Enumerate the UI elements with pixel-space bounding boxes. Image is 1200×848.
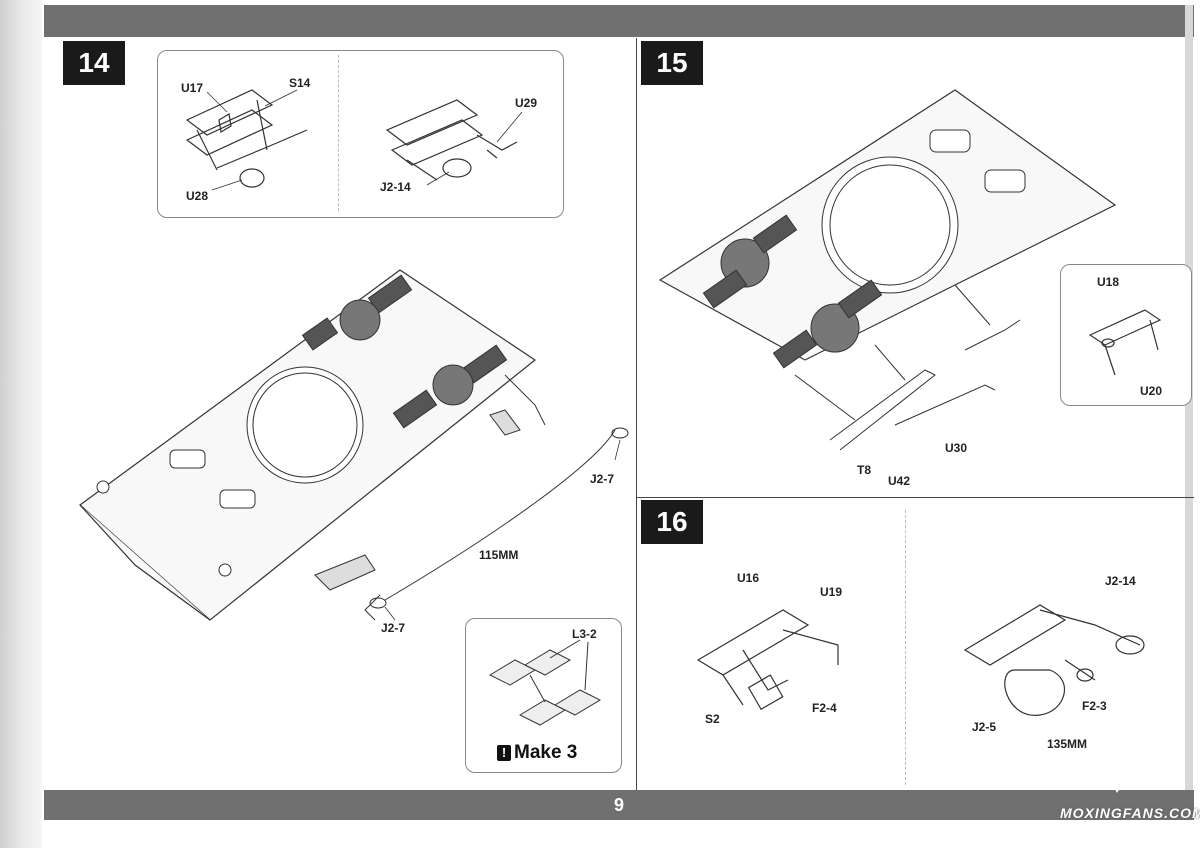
label-l3-2: L3-2 <box>572 627 597 641</box>
label-u16: U16 <box>737 571 760 585</box>
label-j2-7-bottom: J2-7 <box>381 621 406 635</box>
page-edge <box>1185 5 1193 820</box>
step-16-number: 16 <box>641 500 703 544</box>
label-j2-14-step16: J2-14 <box>1105 574 1136 588</box>
label-u18: U18 <box>1097 275 1120 289</box>
watermark-text: MOXINGFANS.COM <box>1060 805 1200 821</box>
label-u42: U42 <box>888 474 911 488</box>
label-j2-7-top: J2-7 <box>590 472 615 486</box>
label-cable-length-115mm: 115MM <box>479 548 519 562</box>
label-s14: S14 <box>289 76 311 90</box>
page-footer: 9 <box>44 790 1194 820</box>
step-16-divider <box>905 510 906 785</box>
step-14-inset-drawing <box>185 89 523 191</box>
label-u17: U17 <box>181 81 204 95</box>
track-links-panel <box>465 618 622 773</box>
label-f2-4: F2-4 <box>812 701 837 715</box>
watermark-plane-logo <box>1063 726 1170 793</box>
step-16-right-drawing <box>963 604 1145 716</box>
track-links-drawing <box>488 639 602 726</box>
step-15-callout-drawing <box>1088 309 1162 376</box>
label-cable-length-135mm: 135MM <box>1047 737 1088 751</box>
label-j2-14: J2-14 <box>380 180 411 194</box>
step-14-subassembly-panel <box>157 50 564 218</box>
page-number: 9 <box>613 795 624 815</box>
step-14-hull-drawing <box>79 269 629 621</box>
label-u19: U19 <box>820 585 843 599</box>
warning-icon: ! <box>497 745 511 761</box>
label-u30: U30 <box>945 441 968 455</box>
step-15-hull-drawing <box>658 89 1117 451</box>
panel-divider <box>338 55 339 211</box>
label-f2-3: F2-3 <box>1082 699 1107 713</box>
step-16-left-drawing <box>696 609 839 711</box>
binding-spine <box>0 0 42 848</box>
make-3-note: !Make 3 <box>497 742 577 764</box>
label-t8: T8 <box>857 463 872 477</box>
step-14-number: 14 <box>63 41 125 85</box>
row-divider <box>636 497 1194 498</box>
make-3-text: Make 3 <box>514 742 578 763</box>
step-15-number: 15 <box>641 41 703 85</box>
label-u28: U28 <box>186 189 209 203</box>
label-j2-5: J2-5 <box>972 720 997 734</box>
label-s2: S2 <box>705 712 720 726</box>
label-u29: U29 <box>515 96 538 110</box>
top-header-bar <box>44 5 1194 37</box>
column-divider <box>636 38 637 790</box>
label-u20: U20 <box>1140 384 1163 398</box>
